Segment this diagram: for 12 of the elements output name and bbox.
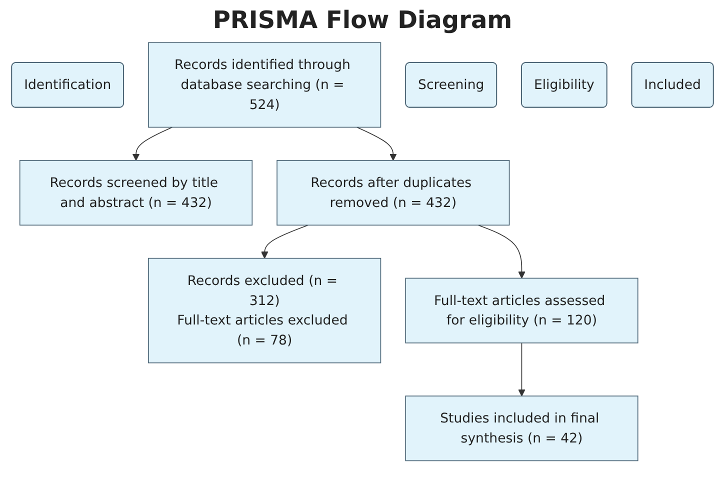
arrow (260, 224, 309, 259)
node-box: Records screened by title and abstract (n = 432) (19, 160, 253, 226)
arrow (132, 126, 173, 161)
node-box: Records identified through database searching (n = 524) (148, 42, 382, 128)
arrow (478, 224, 526, 279)
arrow (356, 126, 397, 161)
node-box: Records excluded (n = 312) Full-text articles excluded (n = 78) (148, 258, 382, 364)
diagram-title: PRISMA Flow Diagram (212, 6, 514, 34)
node-box: Full-text articles assessed for eligibility (n = 120) (405, 278, 638, 344)
node-box: Studies included in final synthesis (n = 42) (405, 396, 638, 462)
node-box: Records after duplicates removed (n = 432) (276, 160, 510, 226)
arrow (518, 342, 526, 396)
